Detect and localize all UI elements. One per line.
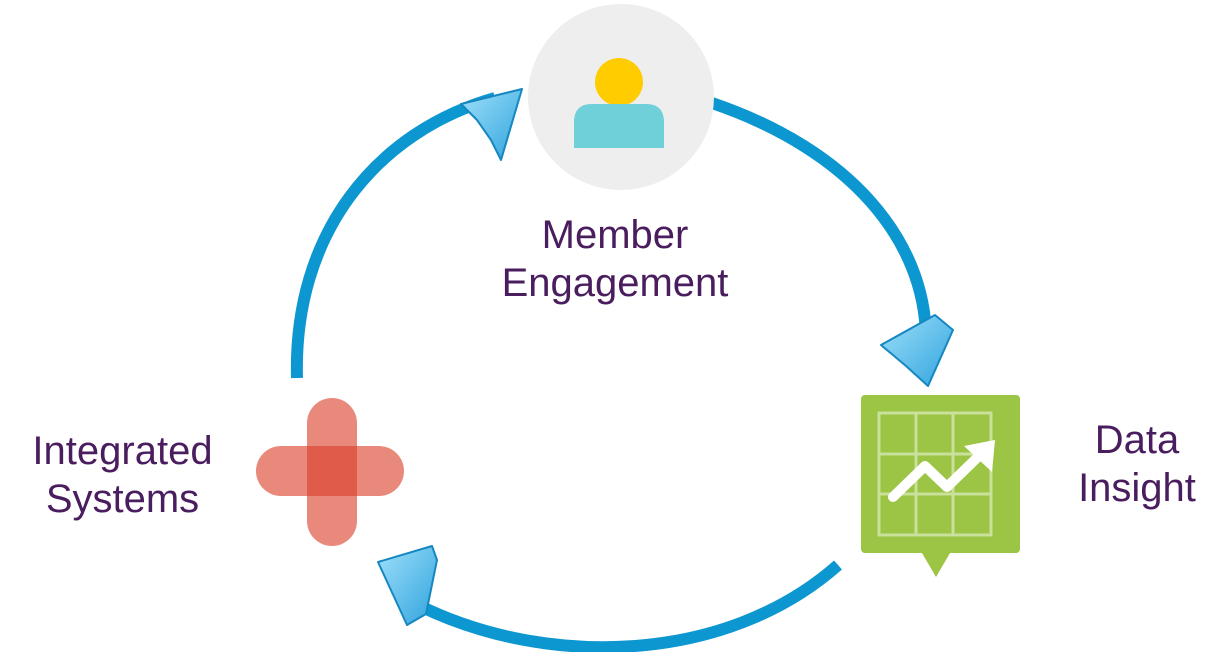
data-insight-label: Data Insight — [1052, 416, 1222, 512]
member-engagement-label-line1: Member — [541, 213, 689, 257]
cycle-arrow-left-arc — [290, 92, 497, 379]
data-insight-label-line1: Data — [1094, 418, 1180, 462]
integrated-systems-label: Integrated Systems — [0, 427, 245, 523]
cycle-arrow-right-arc — [710, 97, 932, 339]
data-insight-label-line2: Insight — [1078, 466, 1196, 510]
cycle-arrow-bottom-arc — [415, 560, 842, 654]
arrowhead-bottom — [377, 545, 438, 626]
integrated-systems-label-line2: Systems — [45, 477, 200, 521]
chart-grid-icon — [861, 395, 1020, 577]
member-engagement-label: Member Engagement — [480, 211, 750, 307]
arrowhead-right — [880, 314, 954, 387]
person-icon — [528, 4, 714, 190]
cross-plus-icon — [256, 398, 404, 546]
integrated-systems-label-line1: Integrated — [32, 429, 213, 473]
member-engagement-label-line2: Engagement — [501, 261, 729, 305]
arrowhead-top — [460, 88, 523, 161]
